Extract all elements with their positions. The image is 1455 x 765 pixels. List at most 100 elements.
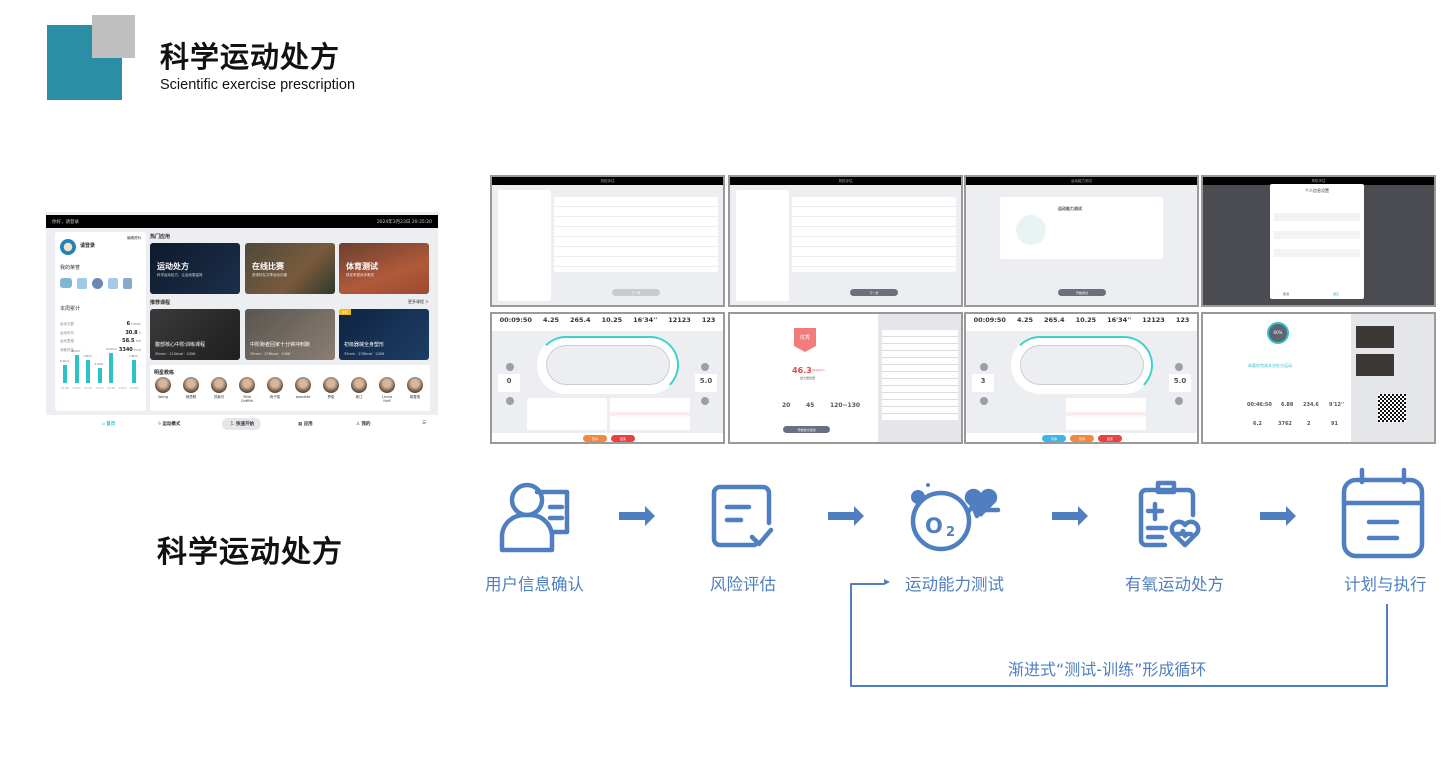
avatar xyxy=(60,239,76,255)
date-tick: 11/15 xyxy=(95,386,104,390)
loop-line xyxy=(850,583,1388,687)
coaches-label: 明星教练 xyxy=(154,370,175,376)
thumb-prescription-complete: 60% 恭喜你完成本次处方运动 00:46:50 6.88 234.6 9'12… xyxy=(1201,312,1436,444)
date-tick: 11/12 xyxy=(61,386,70,390)
pause-button[interactable]: 暂停 xyxy=(1070,435,1094,442)
section-label: 科学运动处方 xyxy=(157,535,343,570)
step-risk-assessment: 风险评估 xyxy=(710,575,776,594)
step-plan-execute: 计划与执行 xyxy=(1344,575,1427,594)
user-name[interactable]: 请登录 xyxy=(80,243,96,249)
page-subtitle: Scientific exercise prescription xyxy=(160,77,356,93)
coach-item[interactable]: 罗俊 xyxy=(322,377,340,400)
step-user-info: 用户信息确认 xyxy=(485,575,584,594)
main-app-screenshot: 你好，请登录 2024年3月23日 20:35:20 请登录 编辑资料 我的荣誉 … xyxy=(46,212,438,434)
app-card-competition[interactable]: 在线比赛邀请好友共享运动乐趣 xyxy=(245,243,335,294)
resume-button[interactable]: 暂停 xyxy=(1042,435,1066,442)
more-courses-link[interactable]: 更多课程 > xyxy=(408,299,429,304)
date-tick: 11/18 xyxy=(130,386,139,390)
svg-text:2: 2 xyxy=(946,525,955,540)
loop-caption: 渐进式“测试-训练”形成循环 xyxy=(1008,660,1207,679)
bar-label: 7.8km xyxy=(83,353,92,358)
chart-bar xyxy=(97,368,102,383)
risk-assessment-icon xyxy=(711,484,774,548)
coach-item[interactable]: Jeanette xyxy=(294,377,312,399)
coach-item[interactable]: 吴江 xyxy=(350,377,368,400)
hot-apps-label: 热门应用 xyxy=(150,234,171,240)
treadmill-illustration xyxy=(1016,215,1046,245)
user-info-icon xyxy=(499,482,570,553)
datetime: 2024年3月23日 20:35:20 xyxy=(376,220,432,225)
coach-item[interactable]: 苏紫可 xyxy=(210,377,228,400)
page-title: 科学运动处方 xyxy=(160,40,341,74)
excellent-badge: 优秀 xyxy=(794,328,816,352)
start-prescription-button[interactable]: 开始处方运动 xyxy=(783,426,830,433)
chart-bar xyxy=(132,360,136,383)
nav-quick-start[interactable]: 🏃 快速开始 xyxy=(222,418,262,430)
bar-label: 5.0km xyxy=(94,362,104,366)
coach-item[interactable]: Linnie Huff xyxy=(378,377,396,403)
courses-label: 推荐课程 xyxy=(150,300,171,306)
arrow-icon xyxy=(1260,506,1296,526)
thumb-test-result: 优秀 46.3 ml/kg/min 最大摄氧量 20 45 120~130 开始… xyxy=(728,312,963,444)
cancel-button[interactable]: 取消 xyxy=(1283,292,1290,296)
next-button[interactable]: 下一步 xyxy=(850,289,898,296)
nav-sport-mode[interactable]: ϟ 运动模式 xyxy=(158,422,181,427)
coach-item[interactable]: 杨勇聪 xyxy=(182,377,200,400)
nav-mine[interactable]: ♙ 我的 xyxy=(356,422,371,427)
pause-button[interactable]: 暂停 xyxy=(583,435,607,442)
date-tick: 11/17 xyxy=(118,386,127,390)
member-badge: 会员 xyxy=(339,309,352,315)
bar-label: 7.6km xyxy=(129,354,138,359)
running-track xyxy=(537,336,679,394)
step-aerobic-prescription: 有氧运动处方 xyxy=(1125,575,1224,594)
step-ability-test: 运动能力测试 xyxy=(905,575,1004,594)
greeting: 你好，请登录 xyxy=(52,220,79,225)
progress-ring: 60% xyxy=(1267,322,1289,344)
qr-code xyxy=(1378,394,1406,422)
arrow-icon xyxy=(828,506,864,526)
status-bar: 你好，请登录 2024年3月23日 20:35:20 xyxy=(46,215,438,228)
chart-bar xyxy=(109,353,113,383)
bottom-nav: ⌂ 首页 ϟ 运动模式 🏃 快速开始 ▦ 应用 ♙ 我的 ☰ xyxy=(46,415,438,434)
bar-label: 10.0km xyxy=(106,347,117,351)
chart-bar xyxy=(63,365,67,383)
thumb-personal-info: 风险评估 个人信息设置 取消 确定 xyxy=(1201,175,1436,307)
loop-arrowhead xyxy=(884,579,890,585)
settings-icon[interactable]: ☰ xyxy=(422,421,427,426)
coach-item[interactable]: 胡雪燕 xyxy=(406,377,424,400)
arrow-icon xyxy=(619,506,655,526)
nav-home[interactable]: ⌂ 首页 xyxy=(102,422,116,427)
date-tick: 11/13 xyxy=(72,386,81,390)
next-button[interactable]: 下一步 xyxy=(612,289,660,296)
coach-item[interactable]: Yttie Griffith xyxy=(238,377,256,403)
nav-apps[interactable]: ▦ 应用 xyxy=(298,422,313,427)
weekly-label[interactable]: 本周累计 xyxy=(60,306,81,312)
honors-label[interactable]: 我的荣誉 xyxy=(60,265,81,271)
app-card-prescription[interactable]: 运动处方科学运动处方，让运动更高效 xyxy=(150,243,240,294)
stop-button[interactable]: 结束 xyxy=(1098,435,1122,442)
app-card-sports-test[interactable]: 体育测试精准掌握身体素质 xyxy=(339,243,429,294)
coach-item[interactable]: Wong xyxy=(154,377,172,399)
thumb-risk-assessment: 风险评估 下一步 xyxy=(490,175,725,307)
confirm-button[interactable]: 确定 xyxy=(1333,292,1340,296)
edit-profile-link[interactable]: 编辑资料 xyxy=(127,236,141,240)
logo-gray-square xyxy=(92,15,135,58)
bar-label: 6.0km xyxy=(60,359,69,363)
thumb-ability-test: 运动能力测试 运动能力测试 开始测试 xyxy=(964,175,1199,307)
svg-text:O: O xyxy=(925,514,943,538)
coach-item[interactable]: 冉子俊 xyxy=(266,377,284,400)
stop-button[interactable]: 结束 xyxy=(611,435,635,442)
chart-bar xyxy=(86,359,90,383)
calendar-icon xyxy=(1341,467,1425,559)
bar-label: 9.2km xyxy=(71,349,81,354)
start-test-button[interactable]: 开始测试 xyxy=(1058,289,1106,296)
